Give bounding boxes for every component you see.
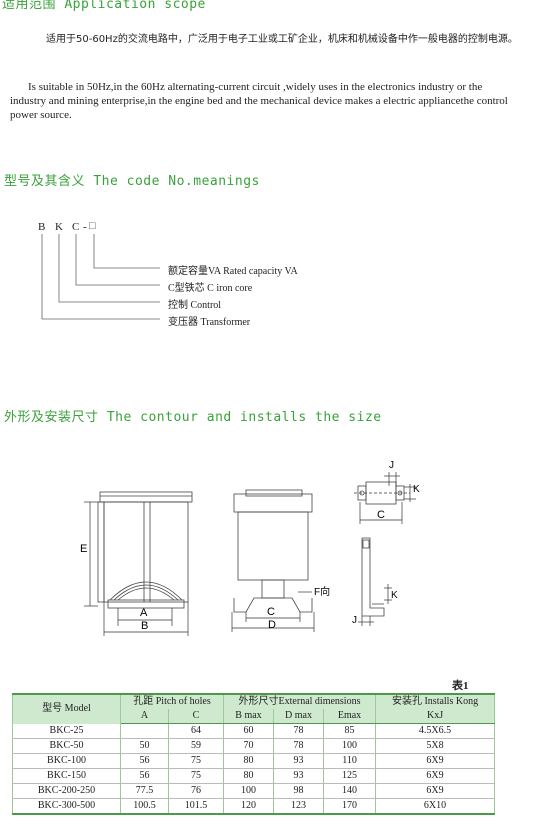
cell-model: BKC-50 — [12, 738, 121, 754]
cell-model: BKC-200-250 — [12, 783, 121, 799]
front-view-transformer — [97, 491, 193, 609]
bracket-view — [361, 537, 385, 617]
cell-a: 50 — [120, 738, 169, 754]
application-en-text: Is suitable in 50Hz,in the 60Hz alternat… — [10, 81, 508, 121]
cell-e-max: 170 — [322, 798, 377, 815]
cell-d-max: 78 — [273, 723, 324, 739]
dim-label-j-side: J — [352, 615, 357, 626]
dim-label-b: B — [141, 620, 148, 632]
cell-a: 77.5 — [120, 783, 169, 799]
front-dimensions — [84, 501, 189, 636]
dim-label-c-front: C — [267, 606, 275, 618]
application-cn-text: 适用于50-60Hz的交流电路中，广泛用于电子工业或工矿企业，机床和机械设备中作… — [46, 34, 518, 45]
code-connector-lines — [41, 234, 160, 320]
subheader-d-max: D max — [273, 709, 324, 724]
header-external: 外形尺寸External dimensions — [222, 693, 377, 709]
cell-kxj: 6X9 — [375, 783, 496, 799]
cell-a: 100.5 — [120, 798, 169, 815]
cell-b-max: 120 — [223, 798, 274, 815]
table-row: BKC-300-500 100.5 101.5 120 123 170 6X10 — [12, 798, 496, 815]
cell-d-max: 93 — [273, 753, 324, 769]
bracket-dimensions — [358, 584, 392, 626]
cell-c: 101.5 — [168, 798, 224, 815]
cell-d-max: 123 — [273, 798, 324, 815]
subheader-kxj: KxJ — [375, 709, 496, 724]
spec-table: 型号 Model 孔距 Pitch of holes 外形尺寸External … — [12, 693, 496, 815]
cell-c: 64 — [168, 723, 224, 739]
cell-kxj: 6X10 — [375, 798, 496, 815]
cell-b-max: 80 — [223, 753, 274, 769]
cell-c: 75 — [168, 753, 224, 769]
code-letter-dash: - — [83, 221, 87, 233]
cell-c: 59 — [168, 738, 224, 754]
subheader-b-max: B max — [223, 709, 274, 724]
side-dimensions — [231, 591, 315, 632]
cell-model: BKC-150 — [12, 768, 121, 784]
table-title: 表1 — [452, 680, 469, 692]
cell-b-max: 80 — [223, 768, 274, 784]
cell-b-max: 70 — [223, 738, 274, 754]
dim-label-f: F向 — [314, 585, 330, 598]
code-letter-k: K — [55, 221, 63, 233]
cell-d-max: 78 — [273, 738, 324, 754]
code-letter-b: B — [38, 221, 46, 233]
code-letter-c: C — [72, 221, 80, 233]
top-view-mount — [354, 481, 410, 505]
legend-control: 控制 Control — [168, 300, 222, 311]
table-row: BKC-150 56 75 80 93 125 6X9 — [12, 768, 496, 784]
table-row: BKC-25 64 60 78 85 4.5X6.5 — [12, 723, 496, 739]
dim-label-a: A — [140, 607, 148, 619]
dim-label-j-top: J — [389, 460, 394, 471]
subheader-e-max: Emax — [322, 709, 377, 724]
cell-c: 75 — [168, 768, 224, 784]
side-view-transformer — [233, 489, 313, 613]
contour-drawing: E A B C D F向 J K — [80, 460, 420, 636]
cell-a: 56 — [120, 753, 169, 769]
subheader-a: A — [120, 709, 169, 724]
cell-d-max: 93 — [273, 768, 324, 784]
table-row: BKC-50 50 59 70 78 100 5X8 — [12, 738, 496, 754]
cell-e-max: 85 — [322, 723, 377, 739]
table-row: BKC-200-250 77.5 76 100 98 140 6X9 — [12, 783, 496, 799]
cell-a — [120, 723, 169, 739]
cell-a: 56 — [120, 768, 169, 784]
code-heading: 型号及其含义 The code No.meanings — [4, 174, 260, 189]
cell-c: 76 — [168, 783, 224, 799]
dim-label-k-side: K — [391, 590, 398, 601]
legend-rated-capacity: 额定容量VA Rated capacity VA — [168, 266, 298, 277]
cell-model: BKC-100 — [12, 753, 121, 769]
subheader-c: C — [168, 709, 224, 724]
header-pitch: 孔距 Pitch of holes — [120, 693, 224, 709]
cell-kxj: 5X8 — [375, 738, 496, 754]
cell-d-max: 98 — [273, 783, 324, 799]
cell-kxj: 4.5X6.5 — [375, 723, 496, 739]
cell-kxj: 6X9 — [375, 753, 496, 769]
top-dimensions — [359, 472, 416, 524]
cell-e-max: 125 — [322, 768, 377, 784]
dim-label-k-top: K — [413, 484, 420, 495]
dim-label-c-top: C — [377, 509, 385, 521]
legend-transformer: 变压器 Transformer — [168, 317, 251, 328]
cell-model: BKC-300-500 — [12, 798, 121, 815]
cell-model: BKC-25 — [12, 723, 121, 739]
contour-heading: 外形及安装尺寸 The contour and installs the siz… — [4, 410, 382, 425]
dim-label-e: E — [80, 543, 87, 555]
cell-e-max: 140 — [322, 783, 377, 799]
cell-e-max: 100 — [322, 738, 377, 754]
cell-b-max: 100 — [223, 783, 274, 799]
cell-b-max: 60 — [223, 723, 274, 739]
legend-iron-core: C型铁芯 C iron core — [168, 283, 253, 294]
code-box-icon: □ — [89, 220, 96, 232]
header-installs: 安装孔 Installs Kong — [375, 693, 496, 709]
dim-label-d: D — [268, 619, 276, 631]
application-heading: 适用范围 Application scope — [2, 0, 206, 12]
table-row: BKC-100 56 75 80 93 110 6X9 — [12, 753, 496, 769]
cell-kxj: 6X9 — [375, 768, 496, 784]
cell-e-max: 110 — [322, 753, 377, 769]
header-model: 型号 Model — [12, 693, 121, 724]
